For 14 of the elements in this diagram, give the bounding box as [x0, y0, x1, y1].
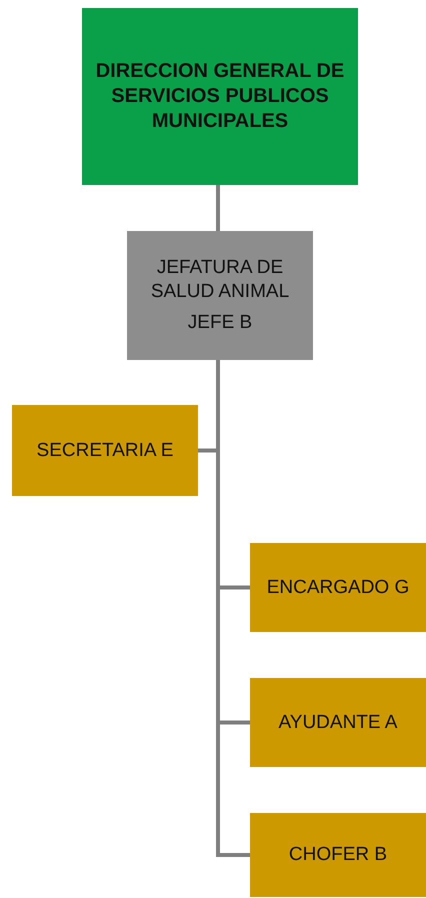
box-label: SECRETARIA E: [36, 438, 174, 462]
box-label: CHOFER B: [288, 843, 388, 867]
org-box: [127, 231, 313, 360]
org-box: [250, 813, 426, 897]
box-label: JEFE B: [188, 311, 252, 336]
org-box: [82, 8, 358, 185]
org-box: [12, 405, 198, 496]
box-label: AYUDANTE A: [278, 710, 398, 734]
org-box: [250, 543, 426, 632]
org-box: [250, 678, 426, 767]
box-label: DIRECCION GENERAL DE SERVICIOS PUBLICOS MUNICIPALES: [94, 59, 346, 134]
connector-line: [216, 185, 220, 231]
box-label: JEFATURA DE SALUD ANIMAL: [150, 256, 290, 304]
box-label: ENCARGADO G: [266, 576, 410, 600]
